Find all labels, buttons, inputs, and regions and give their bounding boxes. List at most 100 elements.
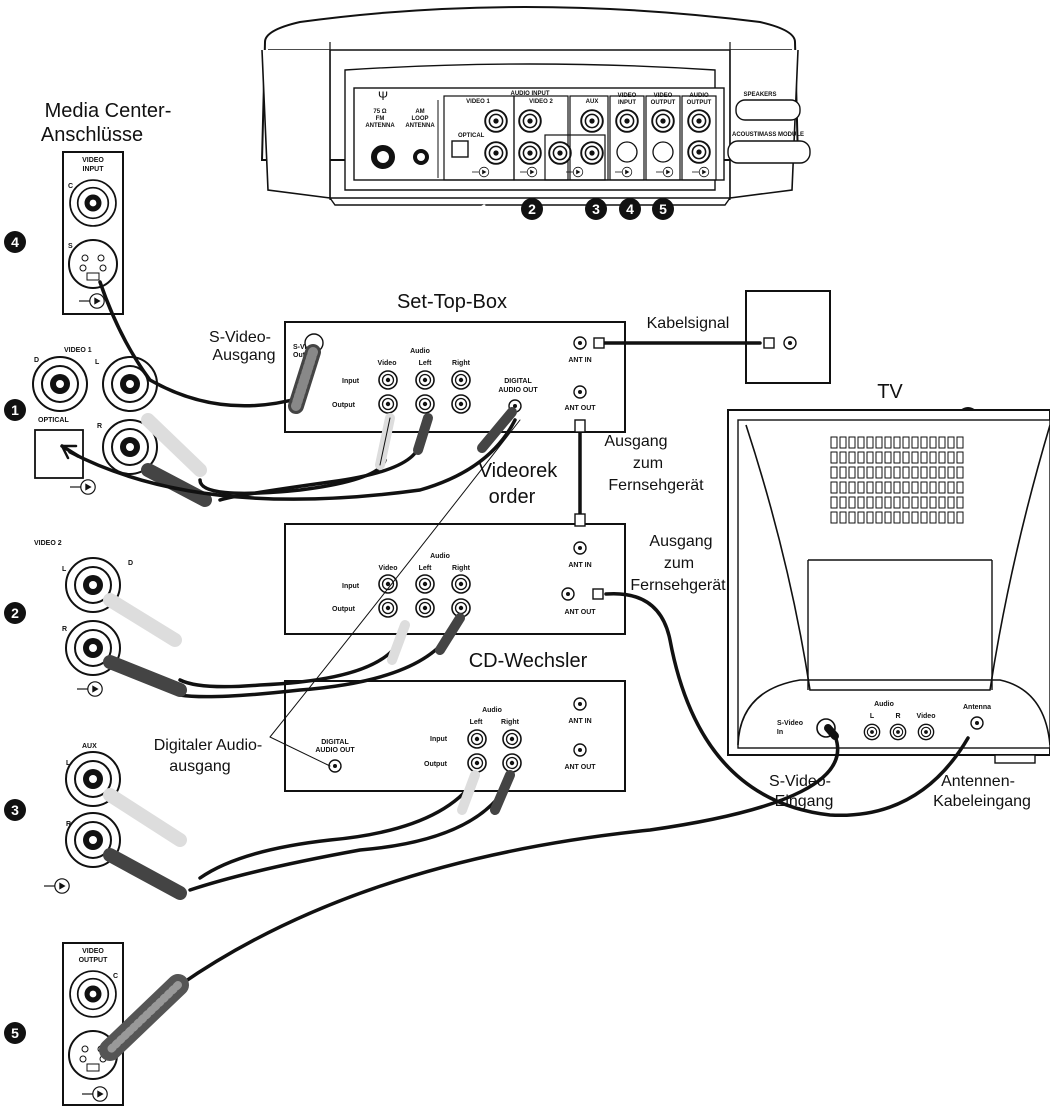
tv-vent-slot [884, 451, 892, 464]
tv-vent-slot [956, 511, 964, 524]
tv-vent-slot [866, 481, 874, 494]
svg-text:1: 1 [480, 201, 488, 217]
cables [60, 280, 970, 1061]
tv-vent-slot [875, 511, 883, 524]
svg-text:Video: Video [378, 360, 397, 367]
tv-vent-slot [830, 496, 838, 509]
tv-vent-slot [920, 436, 928, 449]
tv-vent-slot [848, 451, 856, 464]
svg-text:ANTENNA: ANTENNA [405, 123, 435, 129]
svg-text:OPTICAL: OPTICAL [458, 133, 485, 139]
tv-vent-slot [830, 436, 838, 449]
svg-text:Output: Output [424, 761, 448, 768]
svg-text:Ausgang: Ausgang [212, 347, 275, 364]
tv-vent-slot [830, 451, 838, 464]
svg-text:OUTPUT: OUTPUT [651, 100, 676, 106]
svg-text:Input: Input [342, 583, 360, 590]
svg-text:order: order [489, 486, 536, 508]
tv-vent-slot [956, 436, 964, 449]
svg-text:AUDIO: AUDIO [689, 93, 709, 99]
svg-text:AUDIO OUT: AUDIO OUT [315, 747, 355, 754]
svg-text:1: 1 [11, 402, 19, 418]
svg-text:R: R [66, 821, 71, 828]
set-top-box-title: Set-Top-Box [397, 291, 507, 313]
svg-text:Audio: Audio [482, 707, 502, 714]
svg-text:LOOP: LOOP [411, 116, 428, 122]
tv-vent-slot [857, 496, 865, 509]
tv-vent-slot [947, 466, 955, 479]
tv-vent-slot [857, 466, 865, 479]
svg-text:5: 5 [11, 1025, 19, 1041]
tv-vent-slot [929, 436, 937, 449]
svg-text:SPEAKERS: SPEAKERS [743, 92, 776, 98]
svg-text:Right: Right [452, 565, 471, 572]
tv-vent-slot [830, 511, 838, 524]
svg-text:L: L [95, 359, 100, 366]
tv-vent-slot [884, 496, 892, 509]
tv-vent-slot [911, 466, 919, 479]
svg-text:ANT OUT: ANT OUT [564, 609, 596, 616]
tv-vent-slot [857, 451, 865, 464]
tv-vent-slot [938, 511, 946, 524]
svg-text:L: L [66, 760, 71, 767]
side-badges: 4 1 2 3 5 [4, 231, 26, 1044]
tv: TV S-Video In Audio L R Video Antenna [727, 381, 1050, 764]
svg-text:OPTICAL: OPTICAL [38, 417, 69, 424]
set-top-box: Set-Top-Box S-Video Out Audio Video Left… [284, 291, 626, 433]
svg-text:AUDIO OUT: AUDIO OUT [498, 387, 538, 394]
tv-vent-slot [902, 451, 910, 464]
tv-vent-slot [884, 466, 892, 479]
svg-text:Input: Input [342, 378, 360, 385]
tv-vent-slot [938, 496, 946, 509]
tv-vent-slot [902, 496, 910, 509]
svg-text:R: R [62, 626, 67, 633]
svg-text:4: 4 [11, 234, 19, 250]
svg-text:Video: Video [917, 713, 936, 720]
digitaler-audio-label: Digitaler Audio- [154, 737, 263, 754]
tv-vents [830, 436, 964, 524]
tv-vent-slot [893, 451, 901, 464]
vcr: Videorek order Audio Video Left Right In… [284, 460, 626, 635]
tv-vent-slot [875, 496, 883, 509]
svg-text:ANT OUT: ANT OUT [564, 764, 596, 771]
svg-text:3: 3 [11, 802, 19, 818]
svg-text:L: L [870, 713, 875, 720]
tv-vent-slot [893, 466, 901, 479]
svg-text:ANT IN: ANT IN [568, 357, 591, 364]
svg-text:Left: Left [419, 565, 433, 572]
tv-vent-slot [866, 436, 874, 449]
svg-text:AUX: AUX [82, 743, 97, 750]
svg-text:Audio: Audio [430, 553, 450, 560]
vcr-title: Videorek [479, 460, 559, 482]
tv-vent-slot [857, 436, 865, 449]
tv-vent-slot [947, 481, 955, 494]
tv-vent-slot [911, 511, 919, 524]
tv-vent-slot [956, 481, 964, 494]
tv-vent-slot [920, 451, 928, 464]
svg-text:C: C [68, 183, 73, 190]
svg-text:zum: zum [633, 455, 663, 472]
svg-text:Input: Input [430, 736, 448, 743]
tv-vent-slot [956, 466, 964, 479]
cd-changer: CD-Wechsler DIGITAL AUDIO OUT Audio Left… [284, 650, 626, 792]
am-antenna-label: AM [415, 109, 424, 115]
tv-vent-slot [929, 451, 937, 464]
tv-vent-slot [938, 436, 946, 449]
svg-text:Out: Out [293, 352, 306, 359]
tv-vent-slot [866, 451, 874, 464]
tv-vent-slot [947, 511, 955, 524]
tv-vent-slot [938, 481, 946, 494]
tv-vent-slot [875, 436, 883, 449]
ausgang-fernseh-label-2: Ausgang [649, 533, 712, 550]
media-center-console: Ψ 75 Ω FM ANTENNA AM LOOP ANTENNA AUDIO … [260, 6, 811, 206]
tv-vent-slot [911, 436, 919, 449]
svg-text:R: R [895, 713, 900, 720]
tv-vent-slot [884, 511, 892, 524]
tv-vent-slot [920, 466, 928, 479]
svg-text:3: 3 [592, 201, 600, 217]
svg-text:Right: Right [452, 360, 471, 367]
svg-text:zum: zum [664, 555, 694, 572]
tv-vent-slot [830, 481, 838, 494]
svideo-eingang-label: S-Video- [769, 773, 831, 790]
tv-vent-slot [938, 451, 946, 464]
